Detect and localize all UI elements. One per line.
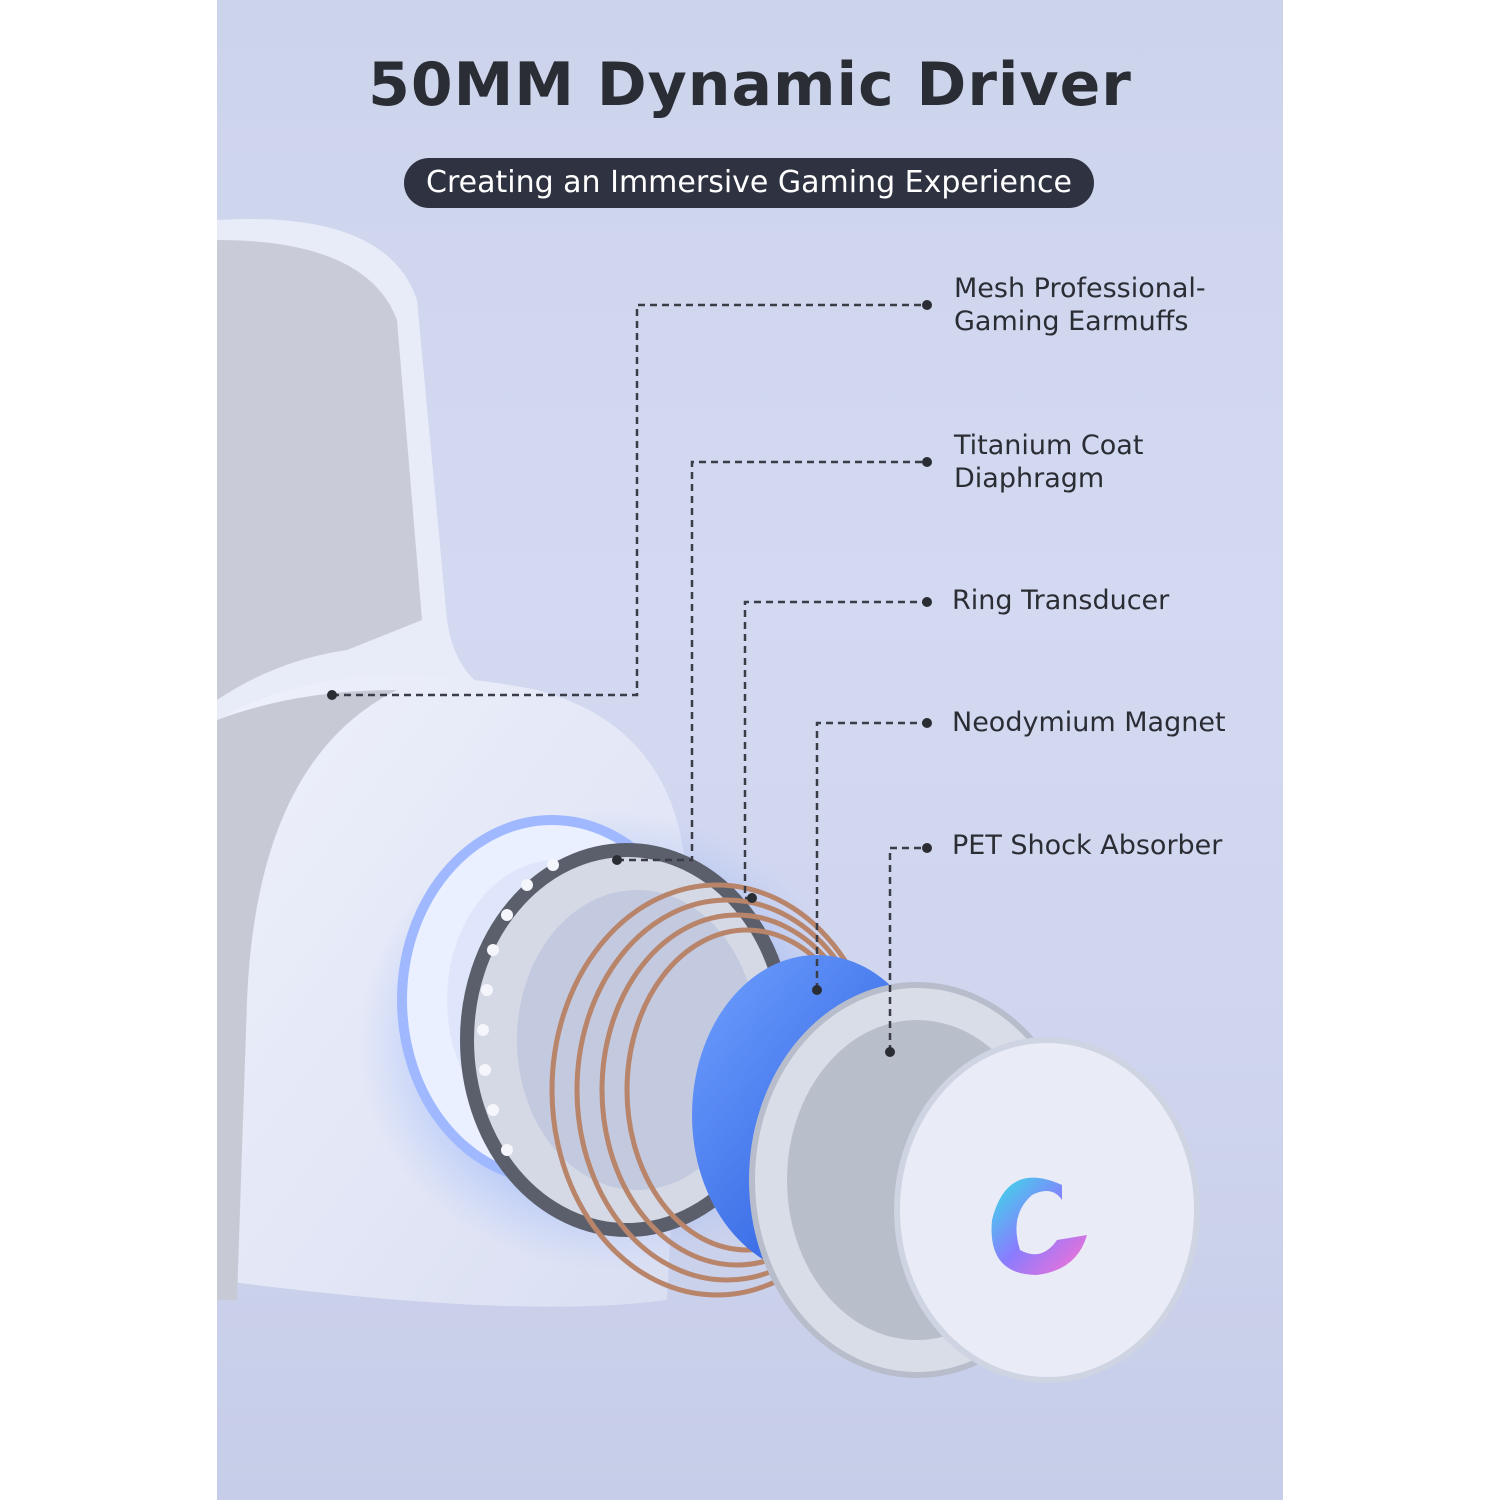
callout-line-1: Ring Transducer xyxy=(952,585,1170,616)
callout-line-1: Neodymium Magnet xyxy=(952,707,1226,738)
left-margin xyxy=(0,0,217,1500)
callout-line-2: Diaphragm xyxy=(954,463,1105,494)
earmuff-cushion xyxy=(217,690,397,1300)
page-title: 50MM Dynamic Driver xyxy=(368,50,1132,120)
callout-line-1: Titanium Coat xyxy=(954,430,1144,461)
earcup-cap xyxy=(894,1037,1200,1383)
callout-line-2: Gaming Earmuffs xyxy=(954,306,1189,337)
callout-ring-transducer: Ring Transducer xyxy=(952,584,1169,617)
callout-pet-shock-absorber: PET Shock Absorber xyxy=(952,829,1222,862)
headset-exploded-illustration xyxy=(217,219,1200,1383)
diaphragm-holes xyxy=(477,859,559,1156)
headband-inner-shape xyxy=(217,240,422,700)
product-panel: 50MM Dynamic Driver Creating an Immersiv… xyxy=(217,0,1283,1500)
callout-dots xyxy=(327,300,932,1057)
brand-logo-icon xyxy=(991,1177,1087,1275)
right-margin xyxy=(1283,0,1500,1500)
callout-mesh-earmuffs: Mesh Professional- Gaming Earmuffs xyxy=(954,272,1206,338)
callout-titanium-diaphragm: Titanium Coat Diaphragm xyxy=(954,429,1143,495)
callout-line-1: PET Shock Absorber xyxy=(952,830,1223,861)
callout-neodymium-magnet: Neodymium Magnet xyxy=(952,706,1226,739)
callout-line-1: Mesh Professional- xyxy=(954,273,1206,304)
subtitle-pill: Creating an Immersive Gaming Experience xyxy=(404,158,1094,208)
